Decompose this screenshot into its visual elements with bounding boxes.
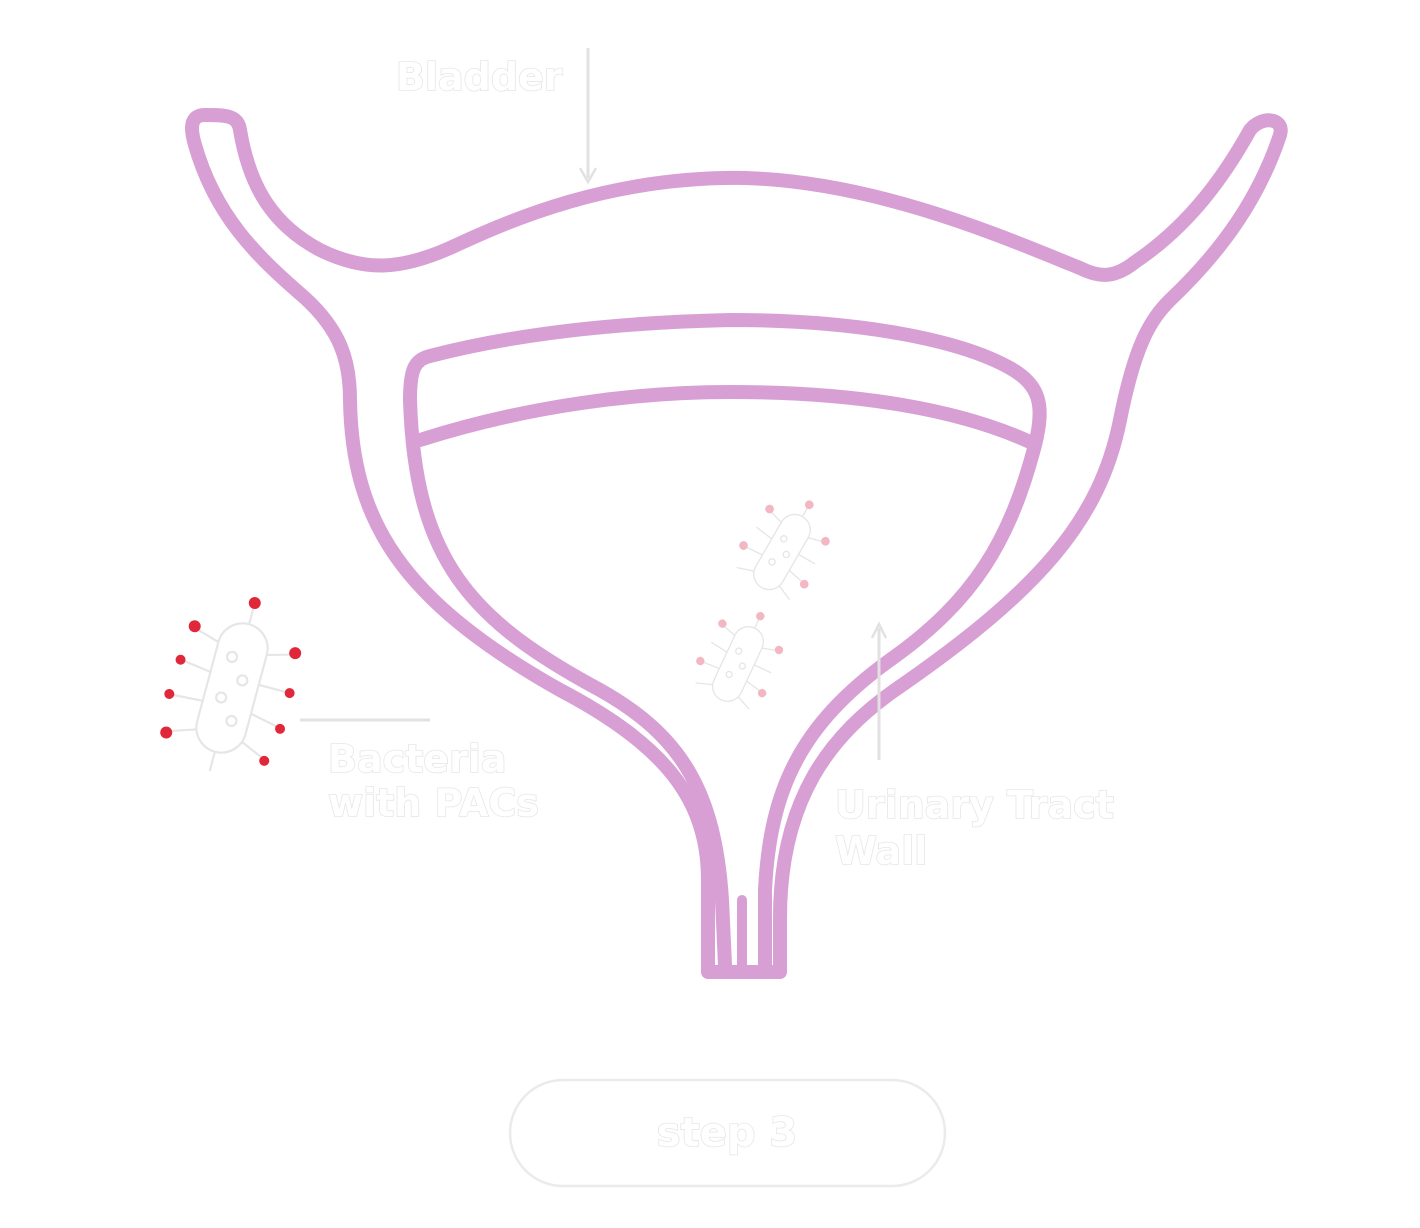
wall-label-line1: Urinary Tract [835,783,1114,827]
bacteria-label-line1: Bacteria [328,737,506,781]
bladder-outer-wall [185,108,1288,979]
bacterium-icon [695,611,784,710]
bladder-illustration [185,108,1288,979]
step-button-label: step 3 [657,1110,797,1156]
bladder-inner-wall [403,313,1047,972]
bladder-internal-band [413,385,1037,449]
bacteria-label-line2: with PACs [328,781,539,825]
wall-label-line2: Wall [835,829,927,873]
bacterium-icon [736,500,830,600]
bladder-label: Bladder [396,55,563,99]
bacterium-icon [160,596,302,772]
bladder-pointer-arrowhead [578,167,598,185]
wall-pointer-arrowhead [870,621,888,639]
step-button[interactable]: step 3 [508,1078,947,1188]
